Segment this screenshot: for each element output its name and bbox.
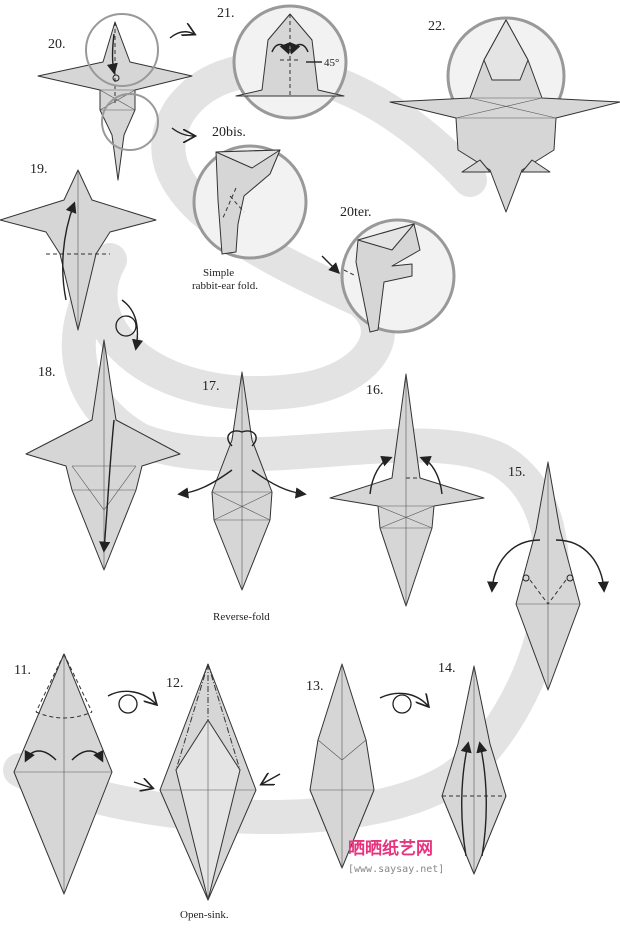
caption-simple: Simple	[203, 267, 234, 279]
step-15-figure	[487, 461, 609, 691]
step-12-label: 12.	[166, 676, 184, 691]
step-13-label: 13.	[306, 679, 324, 694]
caption-open-sink: Open-sink.	[180, 909, 229, 921]
step-20ter-label: 20ter.	[340, 205, 372, 220]
step-11-figure	[13, 653, 113, 895]
step-17-label: 17.	[202, 379, 220, 394]
step-19-label: 19.	[30, 162, 48, 177]
watermark-logo: 晒晒纸艺网	[348, 838, 433, 859]
step-15-label: 15.	[508, 465, 526, 480]
step-13-figure	[309, 663, 375, 869]
step-22-label: 22.	[428, 19, 446, 34]
turn-over-icon-13	[379, 692, 428, 714]
step-12-left-arrow	[133, 782, 152, 788]
step-16-label: 16.	[366, 383, 384, 398]
caption-rabbit-ear: rabbit-ear fold.	[192, 280, 258, 292]
step-22-figure	[389, 16, 620, 213]
caption-reverse-fold: Reverse-fold	[213, 611, 270, 623]
watermark: 晒晒纸艺网 [www.saysay.net]	[348, 838, 444, 875]
turn-over-icon-11	[107, 690, 156, 714]
turn-over-icon-19	[115, 299, 144, 351]
step-20bis-label: 20bis.	[212, 125, 246, 140]
step-16-figure	[329, 373, 485, 607]
watermark-url: [www.saysay.net]	[348, 864, 444, 875]
step-17-figure	[177, 371, 307, 591]
step-21-figure	[232, 4, 348, 120]
step-20bis-figure	[192, 144, 308, 260]
step-14-figure	[441, 665, 507, 875]
angle-label: 45°	[324, 57, 339, 69]
step-20-label: 20.	[48, 37, 66, 52]
step-12-right-arrow	[262, 774, 281, 784]
step-20-arrow	[169, 32, 194, 39]
step-20-figure	[37, 13, 193, 181]
step-18-label: 18.	[38, 365, 56, 380]
step-21-label: 21.	[217, 6, 235, 21]
step-20bis-arrow	[171, 127, 194, 136]
step-20ter-figure	[321, 218, 456, 334]
step-12-figure	[159, 663, 257, 901]
step-14-label: 14.	[438, 661, 456, 676]
step-11-label: 11.	[14, 663, 31, 678]
step-18-figure	[25, 339, 181, 571]
step-19-figure	[0, 169, 157, 331]
